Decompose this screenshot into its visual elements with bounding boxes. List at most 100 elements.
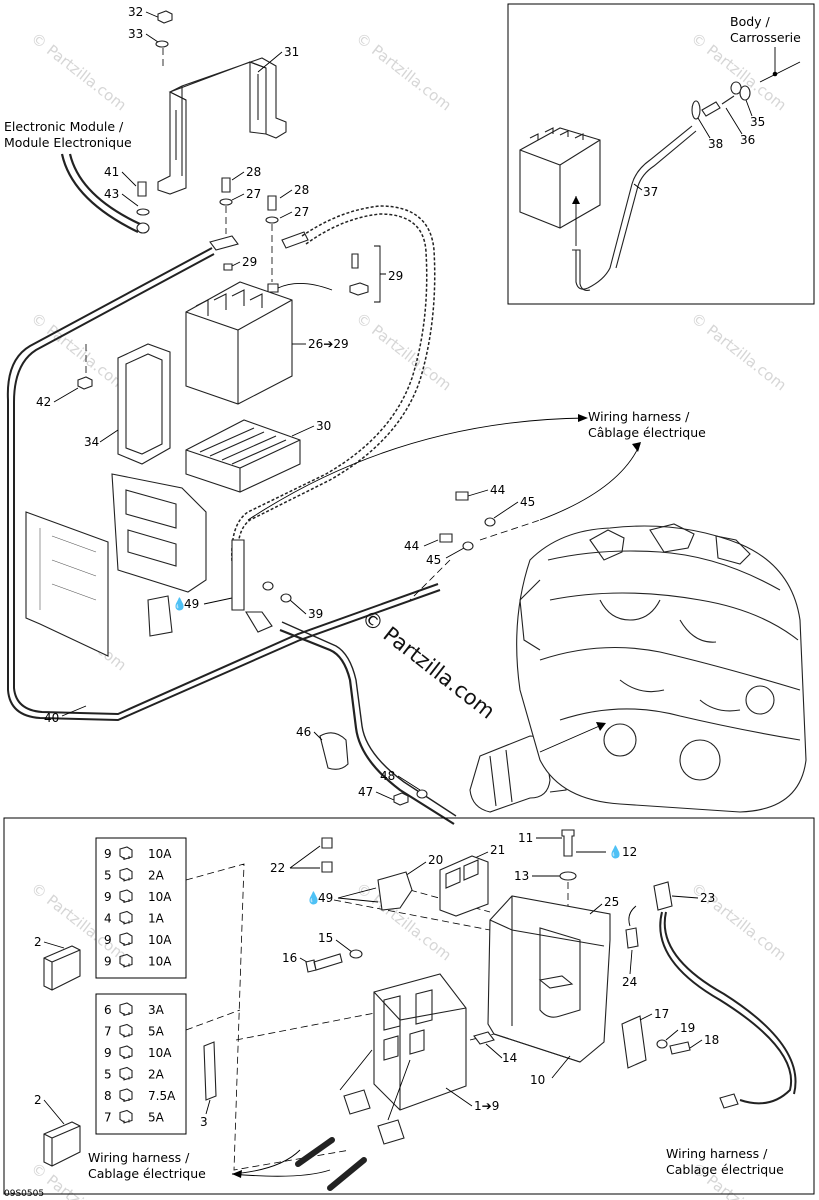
fuse-rating: 3A: [148, 1003, 165, 1017]
fuse-row: 5 2A: [104, 867, 165, 883]
callout-13: 13: [514, 869, 529, 883]
part-17: [621, 1015, 647, 1069]
bolt-16: [305, 953, 343, 973]
fuse-icon: [119, 846, 133, 860]
fuse-icon: [119, 1109, 133, 1124]
callout-12: 12: [622, 845, 637, 859]
watermark: © Partzilla.com: [28, 29, 130, 114]
fuse-icon: [119, 932, 133, 946]
fuse-rating: 10A: [148, 1046, 172, 1060]
fuse-row: 7 5A: [104, 1023, 165, 1039]
drop-icon: 💧: [306, 891, 321, 905]
callout-23: 23: [700, 891, 715, 905]
fuse-position: 5: [104, 869, 112, 883]
fuse-icon: [119, 1002, 133, 1016]
callout-24: 24: [622, 975, 637, 989]
callout-22: 22: [270, 861, 285, 875]
callout-21: 21: [490, 843, 505, 857]
fuse-position: 7: [104, 1025, 112, 1039]
fuse-rating: 10A: [148, 847, 172, 861]
bolt-11: [561, 829, 575, 857]
callout-29b: 29: [388, 269, 403, 283]
callout-47: 47: [358, 785, 373, 799]
fuse-box-module: 1➔9: [373, 973, 499, 1113]
connector-23: [653, 881, 673, 911]
fuse-rating: 7.5A: [148, 1089, 176, 1103]
callout-45b: 45: [426, 553, 441, 567]
battery-bracket: 31: [157, 45, 299, 195]
fuse-position: 9: [104, 955, 112, 969]
harness-label-bl-fr: Cablage électrique: [88, 1166, 206, 1181]
harness-label-br-fr: Cablage électrique: [666, 1162, 784, 1177]
terminal-boot: [319, 732, 349, 770]
harness-label-top-fr: Câblage électrique: [588, 425, 706, 440]
fuse-rating: 10A: [148, 955, 172, 969]
fuse-row: 9 10A: [104, 932, 172, 947]
fuse-rating: 10A: [148, 890, 172, 904]
callout-49b: 49: [318, 891, 333, 905]
center-watermark: © Partzilla.com: [357, 605, 499, 724]
callout-10: 10: [530, 1073, 545, 1087]
fuse-rating: 10A: [148, 933, 172, 947]
relay-bracket: [377, 871, 413, 911]
fuse-puller: [203, 1041, 217, 1101]
battery-pad: 34: [84, 343, 171, 465]
part-14: [473, 1031, 495, 1045]
fuse-row: 9 10A: [104, 846, 172, 861]
fuse-table-top: [95, 837, 187, 979]
fuse-rating: 1A: [148, 912, 165, 926]
callout-28a: 28: [246, 165, 261, 179]
callout-43: 43: [104, 187, 119, 201]
fuse-position: 9: [104, 1046, 112, 1060]
electronic-module-label-fr: Module Electronique: [4, 135, 132, 150]
harness-label-bl: Wiring harness /: [88, 1150, 190, 1165]
callout-1-9: 1➔9: [474, 1099, 499, 1113]
battery-tray: 30: [185, 419, 331, 493]
callout-26-29: 26➔29: [308, 337, 349, 351]
callout-15: 15: [318, 931, 333, 945]
callout-16: 16: [282, 951, 297, 965]
callout-25: 25: [604, 895, 619, 909]
fuse-icon: [119, 867, 133, 882]
callout-28b: 28: [294, 183, 309, 197]
cable-40: [6, 247, 441, 722]
connector-21: [439, 855, 489, 917]
callout-27a: 27: [246, 187, 261, 201]
callout-45a: 45: [520, 495, 535, 509]
fuse-position: 9: [104, 933, 112, 947]
figure-code: 09S0505: [4, 1189, 44, 1199]
fuse-row: 9 10A: [104, 1045, 172, 1060]
callout-27b: 27: [294, 205, 309, 219]
callout-48: 48: [380, 769, 395, 783]
callout-40: 40: [44, 711, 59, 725]
fuse-icon: [119, 1066, 133, 1081]
callout-46: 46: [296, 725, 311, 739]
battery-inset-icon: [519, 127, 601, 229]
callout-44b: 44: [404, 539, 419, 553]
fuse-rating: 5A: [148, 1025, 165, 1039]
callout-30: 30: [316, 419, 331, 433]
battery: 26➔29: [185, 281, 349, 405]
fuse-icon: [119, 953, 133, 968]
callout-42: 42: [36, 395, 51, 409]
fuse-position: 9: [104, 847, 112, 861]
callout-19: 19: [680, 1021, 695, 1035]
fuse-table-bottom: [95, 993, 187, 1135]
callout-49a: 49: [184, 597, 199, 611]
callout-32: 32: [128, 5, 143, 19]
nut-icon: [157, 10, 173, 24]
bolt-icon: [137, 181, 147, 197]
callout-33: 33: [128, 27, 143, 41]
fuse-rating: 2A: [148, 869, 165, 883]
fuse-holder-top: 2: [34, 935, 81, 991]
callout-39: 39: [308, 607, 323, 621]
